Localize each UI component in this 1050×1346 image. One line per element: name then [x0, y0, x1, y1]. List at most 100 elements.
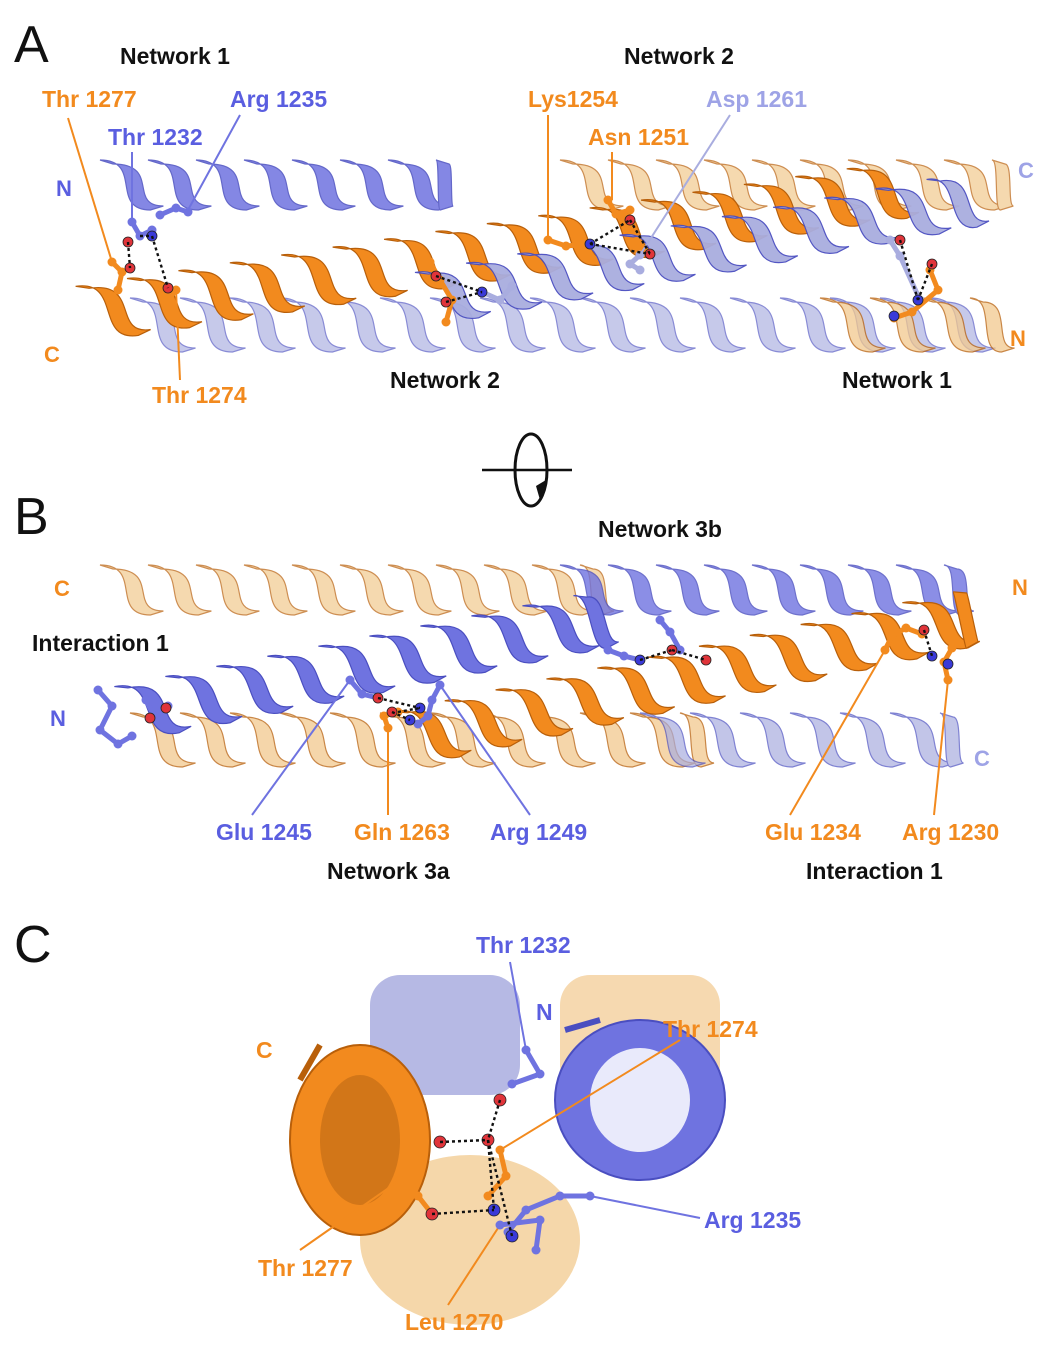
helix-turn: [789, 712, 856, 768]
bond: [882, 625, 925, 653]
helix-a-blue-main: [414, 178, 990, 320]
atom: [141, 695, 151, 705]
hbond: [486, 1099, 502, 1141]
helix-turn: [655, 564, 720, 616]
terminus-n-left-a: N: [56, 176, 72, 201]
atom: [943, 675, 953, 685]
atom: [635, 265, 645, 275]
atom: [625, 259, 635, 269]
helix-turn: [435, 159, 454, 211]
helix-turn: [420, 624, 498, 674]
atom: [625, 205, 635, 215]
hbond: [439, 1138, 489, 1144]
helix-turn: [919, 297, 986, 353]
label-gln1263-b: Gln 1263: [354, 819, 450, 845]
label-interaction1-right: Interaction 1: [806, 858, 943, 884]
leader-line: [299, 1179, 401, 1251]
label-leu1270-c: Leu 1270: [405, 1309, 503, 1335]
terminus-n-right-b: N: [1012, 575, 1028, 600]
atom: [495, 295, 505, 305]
helix-turn: [729, 297, 796, 353]
residue-a-thr1277: [107, 257, 127, 295]
atom: [155, 210, 165, 220]
atom: [555, 1191, 565, 1201]
atom: [495, 1145, 505, 1155]
label-network3a: Network 3a: [327, 858, 450, 884]
leader-lines: [67, 114, 949, 1306]
helix-turn: [847, 564, 912, 616]
hbond: [397, 706, 421, 714]
hetero-atom: [926, 650, 938, 662]
helix-turn: [387, 564, 452, 616]
helix-a-bottom-orange: [819, 297, 1015, 353]
leader-line: [447, 1224, 501, 1306]
leader-line: [187, 114, 241, 211]
helix-turn: [579, 297, 646, 353]
hetero-atom: [160, 702, 172, 714]
helix-turn: [597, 666, 676, 715]
rotation-arrow-icon: [536, 480, 546, 500]
label-network3b: Network 3b: [598, 516, 722, 542]
helix-turn: [318, 644, 396, 694]
helix-turn: [435, 564, 500, 616]
residue-b-left-arg: [93, 685, 137, 749]
hetero-atom: [888, 310, 900, 322]
leader-line: [439, 684, 531, 816]
leader-line: [175, 289, 181, 381]
terminus-c-c: C: [256, 1037, 273, 1063]
helix-c-blue-tail: [564, 1017, 601, 1033]
atom: [357, 689, 367, 699]
atom: [603, 645, 613, 655]
helix-b-top-orange: [99, 564, 615, 616]
leader-line: [499, 1039, 681, 1151]
helix-turn: [679, 712, 715, 768]
helix-layer: [75, 159, 1015, 1325]
atom: [585, 1191, 595, 1201]
helix-turn: [952, 591, 979, 649]
helix-turn: [243, 159, 308, 211]
atom: [435, 680, 445, 690]
helix-turn: [147, 564, 212, 616]
helix-turn: [369, 634, 447, 684]
helix-turn: [483, 564, 548, 616]
panel-b-letter: B: [14, 488, 49, 546]
atom-layer: [93, 195, 957, 1255]
atom: [885, 235, 895, 245]
atom: [933, 285, 943, 295]
atom: [113, 739, 123, 749]
helix-turn: [902, 601, 981, 650]
helix-turn: [875, 187, 952, 236]
label-thr1232-c: Thr 1232: [476, 932, 571, 958]
helix-turn: [179, 712, 246, 768]
helix-turn: [517, 252, 594, 301]
label-thr1274-c: Thr 1274: [663, 1016, 758, 1042]
bond: [95, 687, 135, 748]
terminus-n-right-a: N: [1010, 326, 1026, 351]
atom: [163, 295, 173, 305]
helix-turn: [195, 564, 260, 616]
atom: [395, 1175, 405, 1185]
atom: [947, 643, 957, 653]
helix-turn: [495, 688, 574, 737]
helix-turn: [281, 253, 357, 306]
helix-turn: [279, 712, 346, 768]
helix-turn: [819, 297, 886, 353]
atom: [171, 285, 181, 295]
atom: [113, 285, 123, 295]
atom: [117, 267, 127, 277]
atom: [495, 1220, 505, 1230]
atom: [521, 1205, 531, 1215]
label-network2-top: Network 2: [624, 43, 734, 69]
helix-turn: [926, 178, 990, 228]
helix-c-blue-inner: [590, 1048, 690, 1152]
helix-turn: [639, 712, 706, 768]
helix-turn: [559, 564, 624, 616]
residue-a-network1-blue: [885, 235, 925, 305]
helix-turn: [99, 564, 164, 616]
helix-b-bottom-blue: [639, 712, 965, 768]
atom: [619, 651, 629, 661]
atom: [423, 711, 433, 721]
helix-turn: [839, 712, 906, 768]
helix-turn: [291, 564, 356, 616]
helix-turn: [165, 674, 243, 725]
